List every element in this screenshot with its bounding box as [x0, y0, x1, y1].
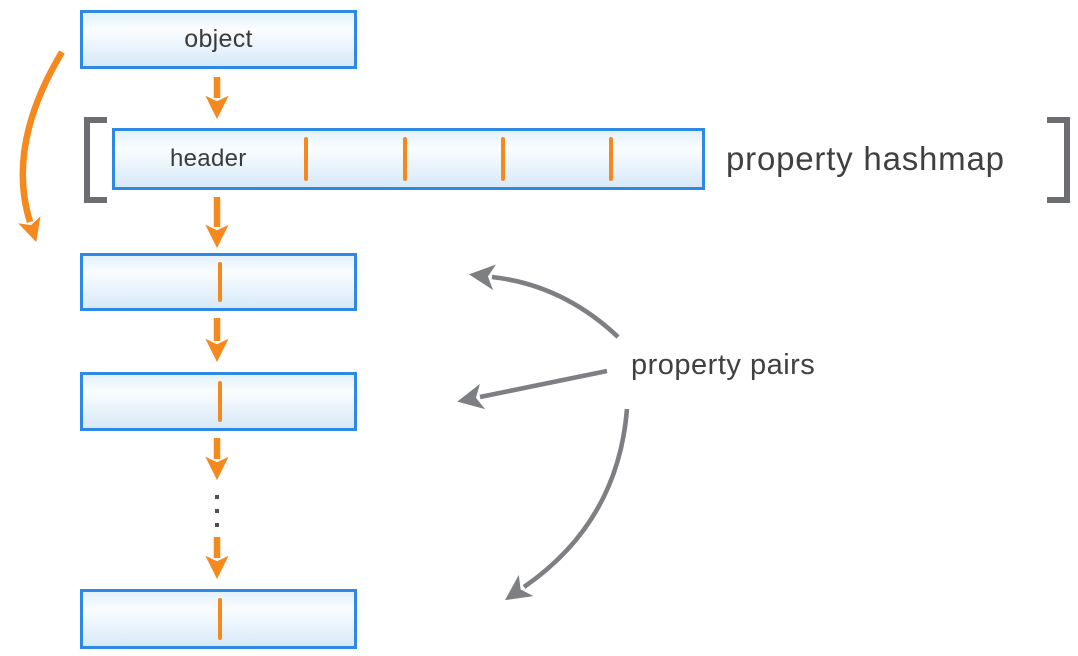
left-bracket: [84, 117, 107, 203]
hashmap-slot-divider: [403, 137, 407, 181]
arrow-pairs-to-box2: [457, 368, 608, 410]
hashmap-slot-divider: [501, 137, 505, 181]
arrow-pairs-to-box1: [468, 264, 620, 339]
right-bracket: [1047, 117, 1070, 203]
ellipsis-dot: [215, 509, 219, 513]
arrow-pairs-to-box3: [504, 408, 630, 601]
pair-divider: [218, 381, 222, 422]
hashmap-slot-divider: [304, 137, 308, 181]
hashmap-slot-divider: [609, 137, 613, 181]
header-label: header: [170, 145, 247, 172]
ellipsis-dots: [215, 495, 219, 527]
property-hashmap-label: property hashmap: [726, 140, 1005, 177]
property-pair-box: [80, 589, 357, 649]
ellipsis-dot: [215, 523, 219, 527]
property-pairs-label: property pairs: [631, 349, 816, 381]
pair-divider: [218, 262, 222, 302]
ellipsis-dot: [215, 495, 219, 499]
pair-divider: [218, 598, 222, 640]
property-pair-box: [80, 253, 357, 311]
object-box: object: [80, 10, 357, 69]
arrow-object-to-pair1-curved: [18, 50, 65, 243]
object-label: object: [184, 25, 253, 53]
gray-pointer-arrows: [457, 264, 630, 601]
property-pair-box: [80, 372, 357, 431]
property-hashmap-box: header: [112, 128, 705, 190]
